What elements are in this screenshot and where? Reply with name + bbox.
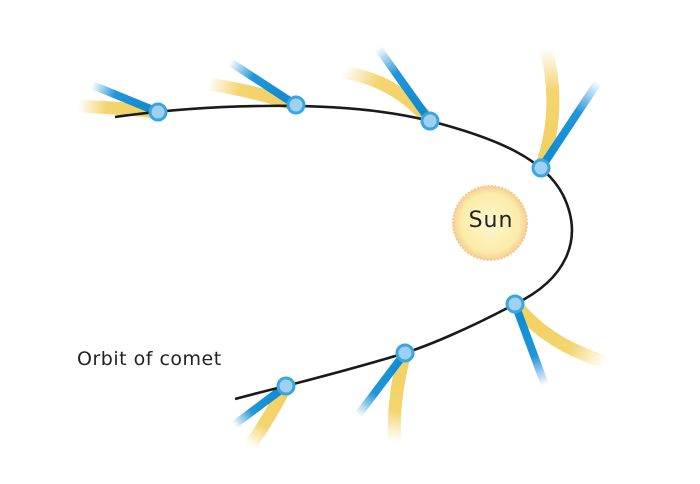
comet-nucleus (531, 158, 551, 178)
ion-tail (90, 81, 160, 116)
ion-tail (354, 350, 409, 418)
comet-nuclei (148, 95, 551, 396)
comet-orbit-path (114, 104, 574, 401)
comet-tails (77, 45, 608, 450)
ion-tail (511, 302, 549, 387)
orbit-label: Orbit of comet (77, 348, 222, 370)
comet-nucleus (286, 95, 306, 115)
comet-nucleus (276, 376, 296, 396)
sun-label: Sun (468, 208, 514, 233)
ion-tail (227, 58, 299, 109)
comet-nucleus (148, 102, 168, 122)
comet-nucleus (395, 343, 415, 363)
sun (452, 185, 528, 261)
ion-tail (537, 79, 602, 171)
comet-nucleus (505, 294, 525, 314)
ion-tail (231, 382, 289, 429)
comet-nucleus (420, 111, 440, 131)
ion-tail (374, 45, 434, 124)
